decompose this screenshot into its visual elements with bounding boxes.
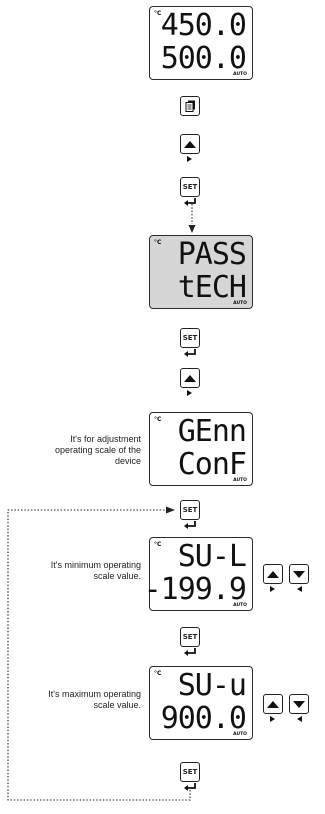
down-button[interactable] xyxy=(289,694,309,714)
unit-label: °C xyxy=(154,416,162,423)
auto-indicator: AUTO xyxy=(233,732,247,737)
display-line-2: 500.0 xyxy=(160,41,247,76)
set-button-label: SET xyxy=(182,334,198,342)
down-arrow-icon xyxy=(293,570,305,578)
down-button[interactable] xyxy=(289,564,309,584)
left-arrow-icon xyxy=(297,716,302,722)
auto-indicator: AUTO xyxy=(233,72,247,77)
set-button-label: SET xyxy=(182,633,198,641)
down-arrow-icon xyxy=(293,700,305,708)
auto-indicator: AUTO xyxy=(233,478,247,483)
page-button[interactable] xyxy=(180,96,200,116)
display-line-1: GEnn xyxy=(177,414,247,449)
pages-icon xyxy=(185,100,195,112)
set-button[interactable]: SET xyxy=(180,177,200,197)
enter-arrow-icon xyxy=(184,783,196,791)
set-button-label: SET xyxy=(182,183,198,191)
unit-label: °C xyxy=(154,10,162,17)
up-arrow-icon xyxy=(267,700,279,708)
display-min: °C SU-L -199.9 AUTO xyxy=(144,537,253,611)
display-line-2: -199.9 xyxy=(143,572,247,607)
set-button-label: SET xyxy=(182,506,198,514)
note-min: It's minimum operating scale value. xyxy=(50,560,141,581)
right-arrow-icon xyxy=(270,586,275,592)
set-button-label: SET xyxy=(182,768,198,776)
up-button[interactable] xyxy=(263,694,283,714)
set-button[interactable]: SET xyxy=(180,500,200,520)
display-line-1: SU-L xyxy=(177,539,247,574)
right-arrow-icon xyxy=(270,716,275,722)
right-arrow-icon xyxy=(187,156,192,162)
unit-label: °C xyxy=(154,670,162,677)
up-arrow-icon xyxy=(267,570,279,578)
set-button[interactable]: SET xyxy=(180,762,200,782)
flow-arrowhead-top xyxy=(188,225,196,233)
note-conf: It's for adjustment operating scale of t… xyxy=(54,434,141,466)
note-max: It's maximum operating scale value. xyxy=(48,689,141,710)
unit-label: °C xyxy=(154,239,162,246)
enter-arrow-icon xyxy=(184,198,196,206)
unit-label: °C xyxy=(154,541,162,548)
enter-arrow-icon xyxy=(184,349,196,357)
display-pass: °C PASS tECH AUTO xyxy=(149,235,253,309)
display-conf: °C GEnn ConF AUTO xyxy=(149,412,253,486)
display-max: °C SU-u 900.0 AUTO xyxy=(149,666,253,740)
left-arrow-icon xyxy=(297,586,302,592)
display-line-1: SU-u xyxy=(177,668,247,703)
flow-loop-arrowhead xyxy=(166,506,175,514)
enter-arrow-icon xyxy=(184,648,196,656)
up-button[interactable] xyxy=(180,368,200,388)
auto-indicator: AUTO xyxy=(233,603,247,608)
up-button[interactable] xyxy=(263,564,283,584)
flow-loop-line xyxy=(7,509,191,801)
up-arrow-icon xyxy=(184,374,196,382)
right-arrow-icon xyxy=(187,390,192,396)
set-button[interactable]: SET xyxy=(180,328,200,348)
up-arrow-icon xyxy=(184,140,196,148)
display-line-2: ConF xyxy=(177,447,247,482)
display-line-2: 900.0 xyxy=(160,701,247,736)
display-home: °C 450.0 500.0 AUTO xyxy=(149,6,253,80)
display-line-1: PASS xyxy=(177,237,247,272)
set-button[interactable]: SET xyxy=(180,627,200,647)
auto-indicator: AUTO xyxy=(233,301,247,306)
enter-arrow-icon xyxy=(184,521,196,529)
display-line-1: 450.0 xyxy=(160,8,247,43)
display-line-2: tECH xyxy=(177,270,247,305)
up-button[interactable] xyxy=(180,134,200,154)
